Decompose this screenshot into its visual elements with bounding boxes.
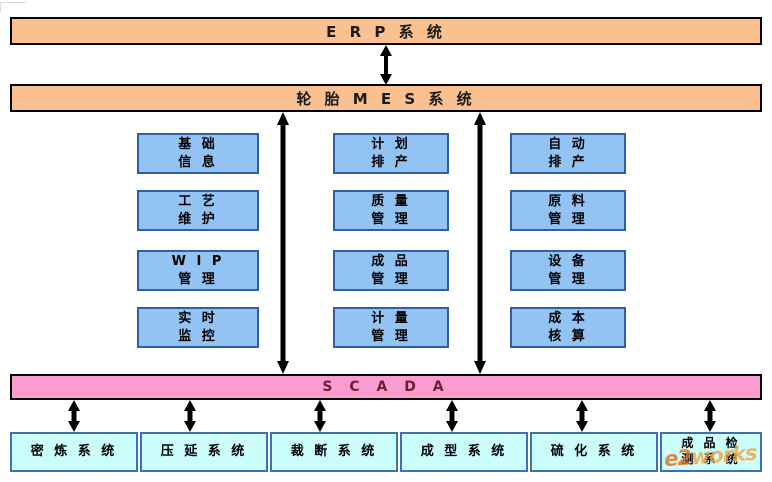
mes-label: 轮 胎 M E S 系 统	[296, 89, 476, 108]
module-line-1: 原 料	[548, 194, 588, 210]
module-line-2: 管 理	[371, 211, 411, 227]
module-box[interactable]: 计 划 排 产	[333, 133, 449, 174]
module-box[interactable]: 基 础 信 息	[137, 133, 259, 174]
process-line-1: 密 炼 系 统	[30, 443, 118, 459]
module-line-2: 监 控	[178, 328, 218, 344]
arrow-scada-process-2	[183, 400, 197, 432]
scan-artifact-top	[0, 2, 26, 3]
module-box[interactable]: 实 时 监 控	[137, 307, 259, 348]
module-line-1: 计 划	[371, 137, 411, 153]
erp-banner[interactable]: E R P 系 统	[10, 17, 762, 45]
erp-label: E R P 系 统	[326, 22, 446, 41]
process-box[interactable]: 压 延 系 统	[140, 432, 268, 472]
module-box[interactable]: 设 备 管 理	[510, 250, 626, 291]
module-line-2: 管 理	[178, 271, 218, 287]
process-line-1: 裁 断 系 统	[290, 443, 378, 459]
module-line-1: 基 础	[178, 137, 218, 153]
process-line-1: 压 延 系 统	[160, 443, 248, 459]
process-box[interactable]: 密 炼 系 统	[10, 432, 138, 472]
module-line-1: 自 动	[548, 137, 588, 153]
module-line-1: 成 本	[548, 311, 588, 327]
module-line-1: 成 品	[371, 254, 411, 270]
module-line-1: 实 时	[178, 311, 218, 327]
scan-artifact-left	[0, 2, 1, 12]
module-line-2: 排 产	[548, 154, 588, 170]
module-box[interactable]: 自 动 排 产	[510, 133, 626, 174]
module-line-2: 维 护	[178, 211, 218, 227]
mes-banner[interactable]: 轮 胎 M E S 系 统	[10, 84, 762, 112]
module-box[interactable]: 原 料 管 理	[510, 190, 626, 231]
module-line-2: 排 产	[371, 154, 411, 170]
arrow-erp-mes	[378, 45, 394, 85]
scada-label: S C A D A	[322, 379, 450, 395]
module-line-1: 计 量	[371, 311, 411, 327]
arrow-scada-process-3	[313, 400, 327, 432]
module-box[interactable]: 成 本 核 算	[510, 307, 626, 348]
module-line-2: 核 算	[548, 328, 588, 344]
module-box[interactable]: 成 品 管 理	[333, 250, 449, 291]
process-box[interactable]: 成 型 系 统	[400, 432, 528, 472]
module-line-1: 质 量	[371, 194, 411, 210]
module-line-2: 信 息	[178, 154, 218, 170]
module-line-2: 管 理	[548, 271, 588, 287]
module-line-1: 设 备	[548, 254, 588, 270]
module-line-2: 管 理	[371, 328, 411, 344]
module-line-1: 工 艺	[178, 194, 218, 210]
process-line-2: 测 系 统	[681, 452, 741, 466]
process-box[interactable]: 硫 化 系 统	[530, 432, 658, 472]
module-box[interactable]: W I P 管 理	[137, 250, 259, 291]
arrow-scada-process-4	[445, 400, 459, 432]
process-box[interactable]: 成 品 检 测 系 统	[660, 432, 762, 472]
arrow-mes-scada-right	[472, 112, 488, 374]
module-line-2: 管 理	[548, 211, 588, 227]
arrow-mes-scada-left	[275, 112, 291, 374]
arrow-scada-process-5	[575, 400, 589, 432]
module-box[interactable]: 计 量 管 理	[333, 307, 449, 348]
module-line-2: 管 理	[371, 271, 411, 287]
process-box[interactable]: 裁 断 系 统	[270, 432, 398, 472]
arrow-scada-process-6	[703, 400, 717, 432]
module-box[interactable]: 工 艺 维 护	[137, 190, 259, 231]
arrow-scada-process-1	[67, 400, 81, 432]
process-line-1: 成 品 检	[681, 436, 741, 451]
scada-banner[interactable]: S C A D A	[10, 374, 762, 400]
process-line-1: 成 型 系 统	[420, 443, 508, 459]
process-line-1: 硫 化 系 统	[550, 443, 638, 459]
module-box[interactable]: 质 量 管 理	[333, 190, 449, 231]
module-line-1: W I P	[171, 254, 225, 270]
